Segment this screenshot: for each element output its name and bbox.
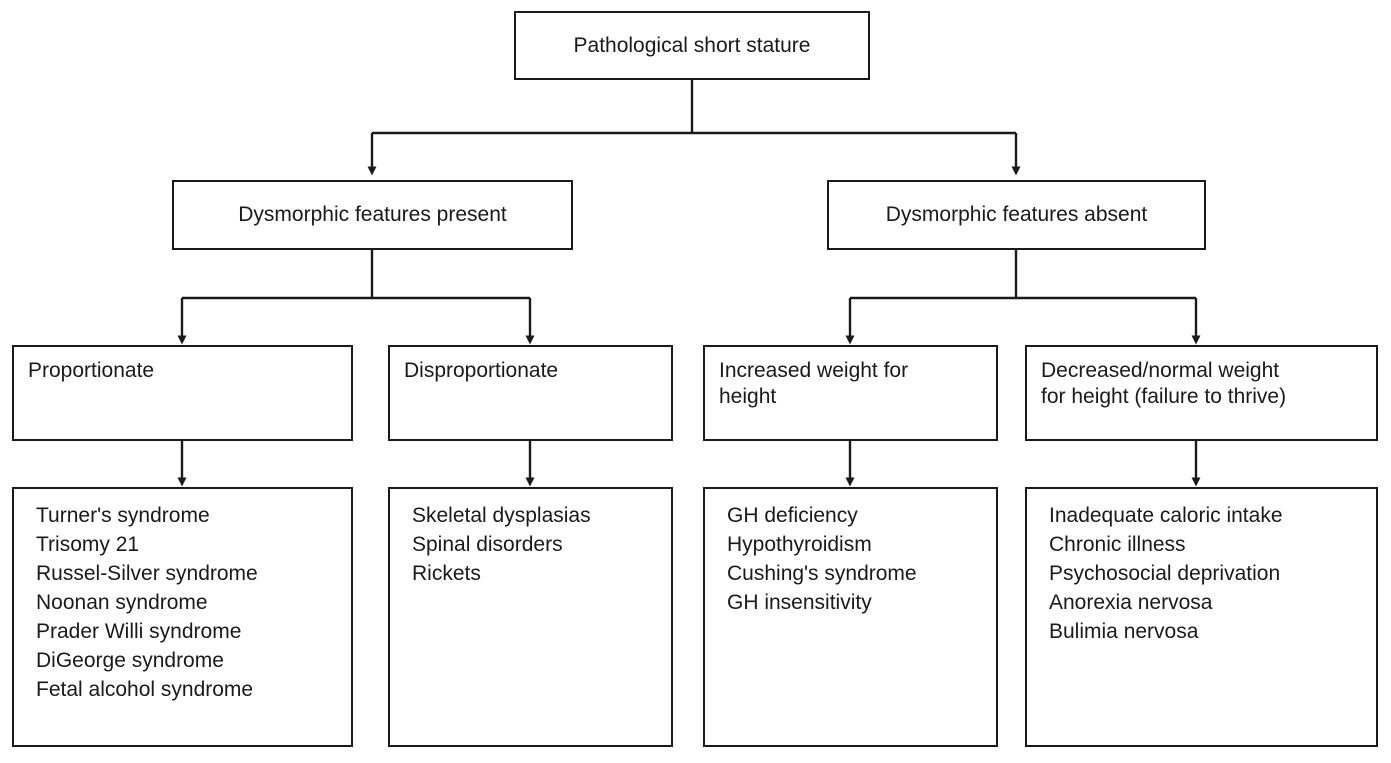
list-item: Noonan syndrome (36, 591, 208, 614)
list-item: Psychosocial deprivation (1049, 562, 1281, 585)
list-item: Cushing's syndrome (727, 562, 917, 585)
node-label: Dysmorphic features absent (885, 203, 1148, 226)
node-label: Proportionate (28, 359, 155, 382)
node-label: Increased weight for height (719, 359, 909, 408)
list-item: Inadequate caloric intake (1049, 504, 1283, 527)
list-item: Hypothyroidism (727, 533, 872, 556)
list-item: Skeletal dysplasias (412, 504, 591, 527)
list-item: Prader Willi syndrome (36, 620, 242, 643)
node-dysmorphic-features-absent[interactable]: Dysmorphic features absent (827, 180, 1206, 250)
list-item: Anorexia nervosa (1049, 591, 1213, 614)
node-label: Dysmorphic features present (238, 203, 507, 226)
node-proportionate[interactable]: Proportionate (12, 345, 353, 441)
list-item: Russel-Silver syndrome (36, 562, 258, 585)
node-increased-weight-for-height[interactable]: Increased weight for height (703, 345, 998, 441)
list-item: Spinal disorders (412, 533, 563, 556)
list-item: Trisomy 21 (36, 533, 140, 556)
list-item: Turner's syndrome (36, 504, 210, 527)
list-item: GH insensitivity (727, 591, 872, 614)
node-label: Pathological short stature (573, 33, 811, 57)
node-label: Disproportionate (404, 359, 559, 382)
list-item: Bulimia nervosa (1049, 620, 1199, 643)
list-item: Rickets (412, 562, 481, 585)
node-label: Decreased/normal weight for height (fail… (1041, 359, 1287, 408)
list-item: Chronic illness (1049, 533, 1186, 556)
node-disproportionate[interactable]: Disproportionate (388, 345, 673, 441)
list-item: GH deficiency (727, 504, 858, 527)
node-pathological-short-stature[interactable]: Pathological short stature (514, 11, 870, 80)
list-item: Fetal alcohol syndrome (36, 678, 254, 701)
list-item: DiGeorge syndrome (36, 649, 224, 672)
node-decreased-normal-weight-for-height[interactable]: Decreased/normal weight for height (fail… (1025, 345, 1378, 441)
node-dysmorphic-features-present[interactable]: Dysmorphic features present (172, 180, 573, 250)
